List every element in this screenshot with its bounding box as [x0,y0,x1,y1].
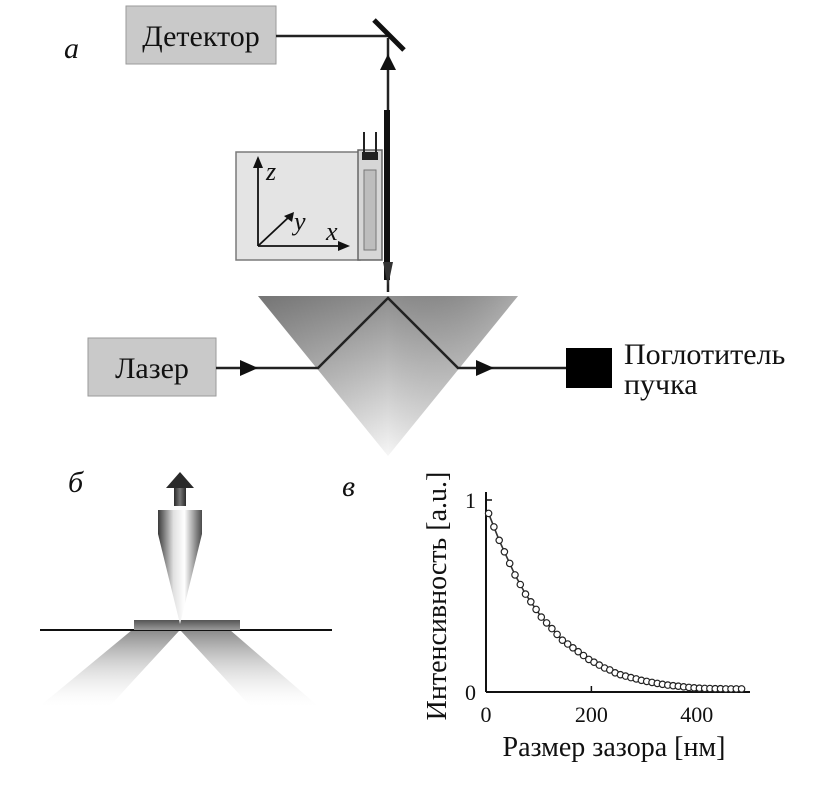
data-point [563,640,572,648]
data-point [558,636,567,645]
arrow-up-icon [166,472,194,506]
coordinate-stage: z y x [235,151,361,261]
data-point [521,590,530,598]
laser-label: Лазер [115,352,189,385]
data-point [574,647,583,656]
data-point [579,651,588,660]
probe-holder [357,110,393,286]
data-point [532,605,540,614]
prism [258,296,518,456]
sample-film [134,620,240,630]
laser-box: Лазер [87,337,217,397]
beam-absorber [566,348,612,388]
beam-arrow-out [476,360,494,376]
reflected-beam-b [180,630,318,706]
data-point [737,685,746,693]
beam-arrow-up [380,54,396,70]
y-tick-label: 0 [465,680,476,705]
beam-arrow-in [240,360,258,376]
probe-tip [158,510,202,624]
data-point [542,619,551,627]
intensity-chart: 0 200 400 0 1 Размер зазора [нм] Интенсивнос… [422,472,750,763]
data-point [490,523,498,531]
beam-gap [110,630,250,706]
data-point [537,613,546,621]
axis-z-label: z [265,157,276,186]
data-point [569,643,577,652]
y-axis-label: Интенсивность [a.u.] [422,472,453,721]
x-axis-label: Размер зазора [нм] [503,732,726,763]
absorber-label-line2: пучка [624,368,698,401]
absorber-label-line1: Поглотитель [624,338,785,371]
data-point [516,580,525,589]
panel-c-label: в [342,470,355,503]
y-tick-label: 1 [465,488,476,513]
axis-y-label: y [291,207,306,236]
data-point [526,597,535,606]
panel-a-label: а [64,32,79,65]
mirror [372,18,406,52]
data-point [484,509,493,518]
data-point [553,630,561,639]
fit-curve [487,513,742,690]
data-point [505,559,514,568]
x-tick-label: 400 [680,702,713,727]
data-point [511,571,519,579]
detector-box: Детектор [125,5,277,65]
panel-b-label: б [68,466,84,499]
data-point [495,536,504,545]
detector-label: Детектор [142,20,259,53]
x-tick-label: 0 [481,702,492,727]
beam-illustration [40,630,318,706]
x-tick-label: 200 [575,702,608,727]
data-point [548,624,556,633]
data-point [500,547,509,556]
axis-x-label: x [325,217,338,246]
incident-beam [40,630,180,706]
